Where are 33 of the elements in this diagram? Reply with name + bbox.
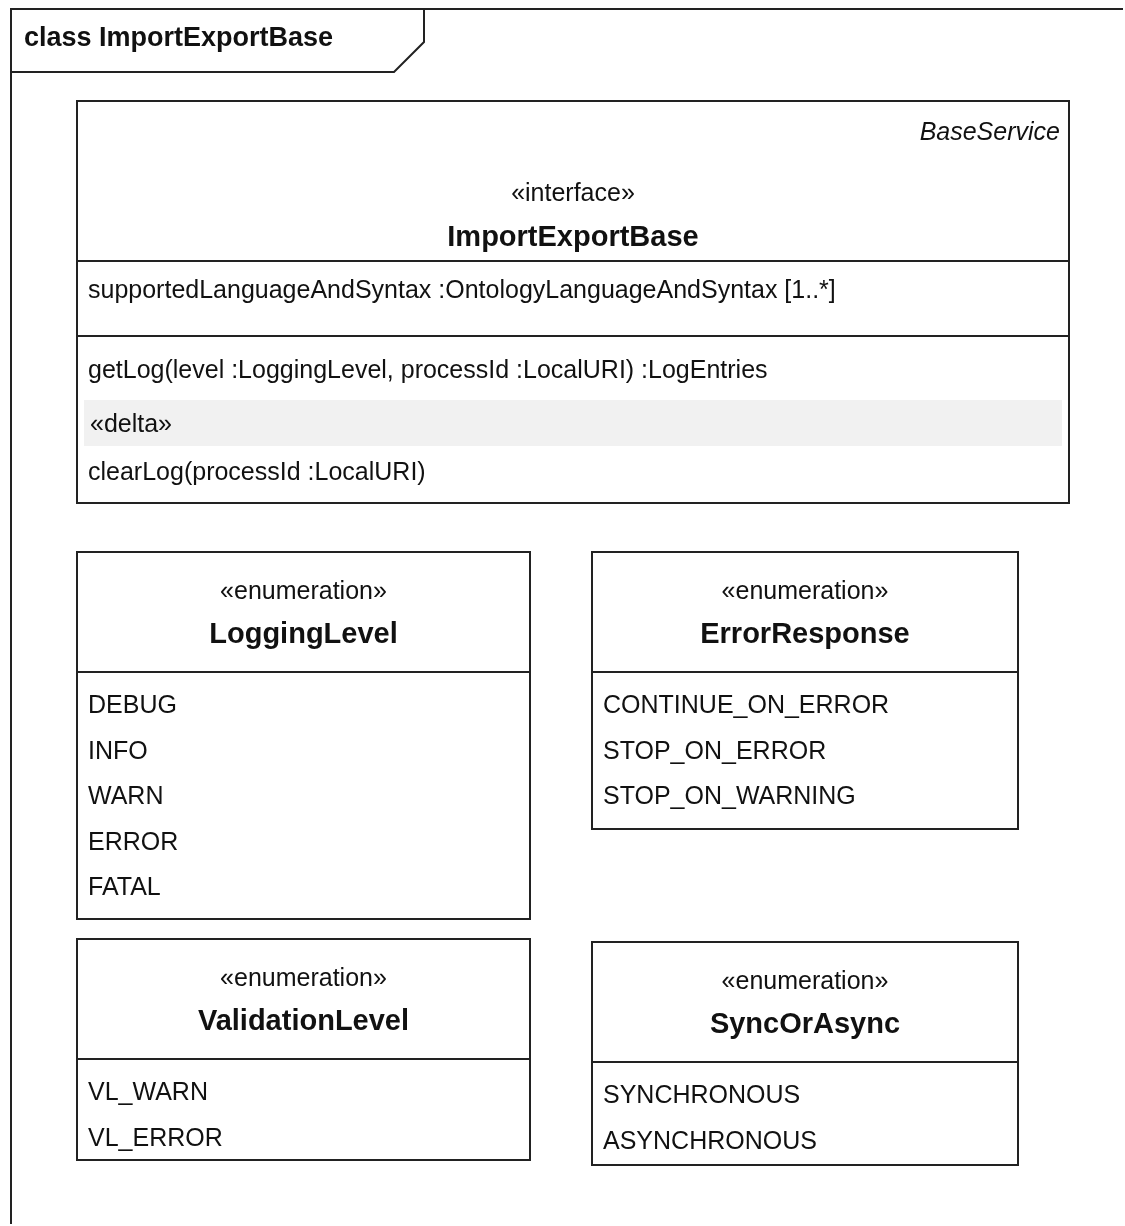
operation-text: getLog(level :LoggingLevel, processId :LocalURI) :LogEntries: [88, 354, 768, 384]
class-name: ImportExportBase: [446, 221, 700, 251]
class-name: ValidationLevel: [196, 1005, 411, 1035]
enum-literal: ERROR: [88, 825, 179, 856]
enum-literal: VL_ERROR: [88, 1121, 223, 1152]
enumeration-box: [76, 551, 531, 920]
frame-title: class ImportExportBase: [24, 22, 334, 52]
stereotype-label: «enumeration»: [219, 962, 388, 992]
operation-text: clearLog(processId :LocalURI): [88, 456, 426, 486]
enum-literal: CONTINUE_ON_ERROR: [603, 689, 890, 719]
enum-literal: STOP_ON_ERROR: [603, 734, 827, 765]
enum-literal: FATAL: [88, 871, 161, 901]
class-name: ErrorResponse: [699, 618, 911, 648]
attribute-text: supportedLanguageAndSyntax :OntologyLanguageAndSyntax [1..*]: [88, 274, 836, 304]
enum-literal: INFO: [88, 734, 148, 765]
enumeration-box: [591, 941, 1019, 1166]
class-name: LoggingLevel: [208, 618, 399, 648]
stereotype-label: «enumeration»: [219, 575, 388, 605]
enumeration-box: [591, 551, 1019, 830]
enum-literal: STOP_ON_WARNING: [603, 780, 856, 810]
enumeration-box: [76, 938, 531, 1161]
enum-literal: VL_WARN: [88, 1076, 208, 1106]
enum-literal: WARN: [88, 780, 164, 810]
stereotype-label: «interface»: [510, 177, 636, 207]
class-name: SyncOrAsync: [708, 1008, 902, 1038]
enum-literal: SYNCHRONOUS: [603, 1079, 801, 1109]
stereotype-label: «enumeration»: [720, 575, 890, 605]
stereotype-label: «enumeration»: [720, 965, 890, 995]
enum-literal: DEBUG: [88, 689, 177, 719]
stereotype-label: «delta»: [84, 400, 1062, 446]
parent-class-name: BaseService: [919, 116, 1060, 146]
interface-box: [76, 100, 1070, 504]
enum-literal: ASYNCHRONOUS: [603, 1124, 817, 1155]
